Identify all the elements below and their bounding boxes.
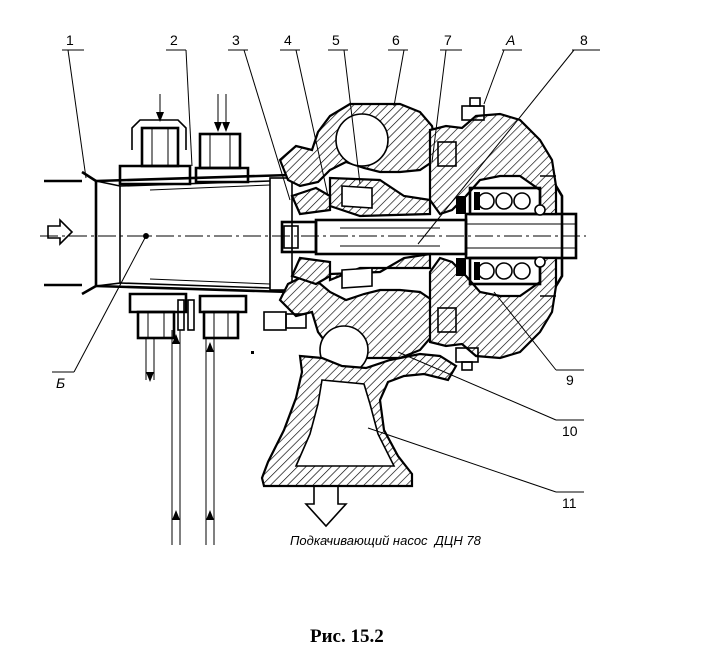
flange-bolts [263, 97, 485, 371]
callout-A: А [505, 32, 515, 48]
bearing-housing [428, 112, 564, 360]
callout-B: Б [56, 375, 65, 391]
inflow-arrow [47, 218, 74, 246]
callout-labels: 1 2 3 4 5 6 7 А 8 9 10 11 Б [56, 32, 588, 511]
callout-8: 8 [580, 32, 588, 48]
callout-7: 7 [444, 32, 452, 48]
callout-11: 11 [562, 495, 577, 511]
leader-lines [52, 49, 600, 493]
figure-caption: Рис. 15.2 [310, 626, 384, 647]
callout-3: 3 [232, 32, 240, 48]
callout-2: 2 [170, 32, 178, 48]
outlet-note: Подкачивающий насос ДЦН 78 [290, 533, 482, 548]
outlet-elbow [260, 352, 458, 528]
upper-fittings [118, 94, 250, 186]
callout-9: 9 [566, 372, 574, 388]
lower-fittings [128, 292, 254, 545]
callout-6: 6 [392, 32, 400, 48]
callout-5: 5 [332, 32, 340, 48]
callout-4: 4 [284, 32, 292, 48]
callout-1: 1 [66, 32, 74, 48]
volute-housing [278, 102, 438, 375]
callout-10: 10 [562, 423, 578, 439]
inlet-pipe [44, 170, 293, 296]
